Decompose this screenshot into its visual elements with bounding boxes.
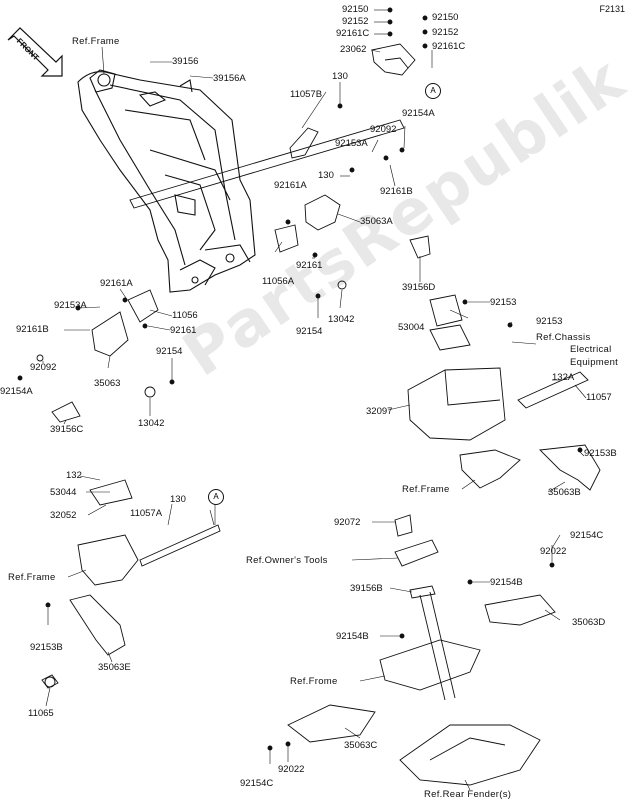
label-92022-b: 92022 [278, 764, 305, 775]
label-92022-r: 92022 [540, 546, 567, 557]
rear-stay [287, 591, 556, 743]
label-92153b-r: 92153B [584, 448, 617, 459]
label-39156a: 39156A [213, 73, 246, 84]
label-92161b-mid: 92161B [380, 186, 413, 197]
label-92154b-l: 92154B [336, 631, 369, 642]
label-92153b-l: 92153B [30, 642, 63, 653]
label-39156c: 39156C [50, 424, 84, 435]
main-frame [77, 69, 256, 293]
label-11057b: 11057B [290, 89, 323, 100]
label-39156: 39156 [172, 56, 199, 67]
label-92154-mid: 92154 [296, 326, 323, 337]
label-35063b: 35063B [548, 487, 581, 498]
label-ref-frame-l: Ref.Frame [8, 572, 56, 583]
bracket-35063a [274, 194, 341, 253]
label-11056a: 11056A [262, 276, 295, 287]
label-92161a-mid: 92161A [274, 180, 307, 191]
label-ref-rear-fender: Ref.Rear Fender(s) [424, 789, 512, 800]
pipe-11057a [139, 524, 221, 567]
label-92150-l: 92150 [342, 4, 369, 15]
label-92152-l: 92152 [342, 16, 369, 27]
pipe-11057b [129, 119, 405, 209]
tool-bag [394, 539, 439, 567]
label-130-b: 130 [318, 170, 334, 181]
label-ref-frame-top: Ref.Frame [72, 36, 120, 47]
label-ref-frome: Ref.Frome [290, 676, 338, 687]
label-ref-chassis-3: Equipment [570, 357, 619, 368]
label-132: 132 [66, 470, 82, 481]
label-11065: 11065 [28, 708, 54, 719]
label-92153a-left: 92153A [54, 300, 87, 311]
bracket-32052 [77, 479, 139, 586]
label-92154c-b: 92154C [240, 778, 274, 789]
strip-132a [517, 371, 589, 409]
label-92161b-left: 92161B [16, 324, 49, 335]
label-11057a: 11057A [130, 508, 163, 519]
label-23062: 23062 [340, 44, 367, 55]
label-13042-left: 13042 [138, 418, 165, 429]
bracket-35063b [459, 444, 601, 491]
label-13042-mid: 13042 [328, 314, 355, 325]
label-92154a-top: 92154A [402, 108, 435, 119]
label-92154c-r: 92154C [570, 530, 604, 541]
label-11057: 11057 [586, 392, 612, 403]
stay-35063e [69, 594, 126, 656]
label-92153-r2: 92153 [536, 316, 563, 327]
cover-39156b [409, 585, 436, 599]
callout-a-top: A [425, 83, 441, 99]
label-132a: 132A [552, 372, 575, 383]
label-130-c: 130 [170, 494, 186, 505]
bracket-23062 [371, 43, 416, 76]
label-92153-r: 92153 [490, 297, 517, 308]
label-92072: 92072 [334, 517, 361, 528]
label-92152-r: 92152 [432, 27, 459, 38]
label-92161-mid: 92161 [296, 260, 323, 271]
label-ref-frame-r: Ref.Frame [402, 484, 450, 495]
label-ref-owners-tools: Ref.Owner's Tools [246, 555, 328, 566]
label-35063: 35063 [94, 378, 121, 389]
front-arrow-icon [7, 27, 63, 77]
label-35063d: 35063D [572, 617, 606, 628]
label-130-a: 130 [332, 71, 348, 82]
label-39156d: 39156D [402, 282, 436, 293]
label-35063c: 35063C [344, 740, 378, 751]
label-53044: 53044 [50, 487, 77, 498]
label-35063a: 35063A [360, 216, 393, 227]
label-92092-top: 92092 [370, 124, 397, 135]
label-92161c-l: 92161C [336, 28, 370, 39]
label-35063e: 35063E [98, 662, 131, 673]
label-92150-r: 92150 [432, 12, 459, 23]
bracket-35063 [91, 289, 159, 357]
label-ref-chassis-2: Electrical [570, 344, 612, 355]
label-92154b-r: 92154B [490, 577, 523, 588]
label-ref-chassis-1: Ref.Chassis [536, 332, 591, 343]
label-92161c-r: 92161C [432, 41, 466, 52]
clip-92072 [394, 514, 413, 537]
label-92161-left: 92161 [170, 325, 197, 336]
leader-lines [42, 9, 587, 791]
bracket-11057b [289, 127, 319, 159]
label-92092-left: 92092 [30, 362, 57, 373]
tray-32097 [407, 294, 506, 441]
cover-39156c [51, 401, 81, 423]
label-32097: 32097 [366, 406, 393, 417]
callout-a-left: A [208, 489, 224, 505]
rear-fender [399, 724, 541, 786]
bolt-markers [17, 7, 583, 751]
diagram-id: F2131 [599, 4, 625, 14]
cover-39156d [409, 235, 431, 259]
label-39156b: 39156B [350, 583, 383, 594]
label-11056: 11056 [172, 310, 198, 321]
label-92161a-left: 92161A [100, 278, 133, 289]
label-32052: 32052 [50, 510, 77, 521]
label-92154a-left: 92154A [0, 386, 33, 397]
label-92153a-mid: 92153A [335, 138, 368, 149]
label-53004: 53004 [398, 322, 425, 333]
label-92154-left: 92154 [156, 346, 183, 357]
